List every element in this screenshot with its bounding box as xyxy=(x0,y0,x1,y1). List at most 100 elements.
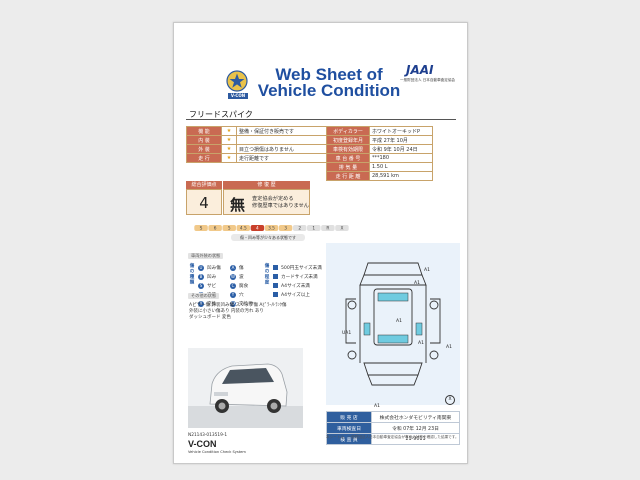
grade-label: 4 xyxy=(256,226,259,231)
score-header: 総合評価点 xyxy=(186,181,222,189)
info-row: ボディカラーホワイトオーキッドP xyxy=(326,126,433,136)
legend-marker: X xyxy=(198,300,204,307)
info-label: ボディカラー xyxy=(326,126,370,136)
grade-caption: 傷・凹み等が少々ある状態です xyxy=(231,234,305,241)
divider xyxy=(186,119,456,120)
dealer-value: 令和 07年 12月 23日 xyxy=(371,422,460,434)
legend-marker: U xyxy=(198,264,204,271)
info-value: ***180 xyxy=(369,153,433,163)
legend-text: 交換 xyxy=(207,301,217,307)
info-value: 令和 9年 10月 24日 xyxy=(369,144,433,154)
legend-marker: XX xyxy=(230,300,236,307)
star-icon: ★ xyxy=(221,144,237,154)
legend-text: 腐食 xyxy=(239,283,249,289)
grade-label: R xyxy=(326,226,329,231)
grade-cell xyxy=(222,225,236,231)
grade-label: 5 xyxy=(228,226,231,231)
diagram-marker: A1 xyxy=(446,345,452,350)
star-icon: ★ xyxy=(221,153,237,163)
jaai-logo: JAAI xyxy=(406,63,434,77)
title-line-1: Web Sheet of xyxy=(275,65,383,84)
dealer-label: 販 売 店 xyxy=(326,411,372,423)
legend-text: 凹み傷 xyxy=(207,265,221,271)
legend-marker xyxy=(273,274,278,279)
condition-row: 走 行 ★ 走行距離です xyxy=(186,153,330,163)
grade-label: 2 xyxy=(298,226,301,231)
vehicle-model-name: フリードスパイク xyxy=(189,110,253,119)
legend-marker: W xyxy=(230,273,236,280)
dealer-row: 車両検査日令和 07年 12月 23日 xyxy=(326,422,460,434)
repair-history-box: 無 査定協会が定める 修復歴車ではありません xyxy=(223,189,310,215)
legend-item: カードサイズ未満 xyxy=(273,272,323,281)
legend-text: 500円玉サイズ未満 xyxy=(281,265,322,271)
repair-history-header: 修 復 歴 xyxy=(223,181,310,189)
info-value: 1.50 L xyxy=(369,162,433,172)
legend-marker: C xyxy=(230,282,236,289)
legend-marker xyxy=(273,292,278,297)
vcon-emblem-icon xyxy=(226,70,248,92)
legend-item: A4サイズ以上 xyxy=(273,290,323,299)
condition-label: 機 能 xyxy=(186,126,222,136)
grade-cell xyxy=(264,225,279,231)
dealer-label: 検 査 員 xyxy=(326,433,372,445)
legend-marker xyxy=(273,265,278,270)
sheet-id: N21143-013519-1 xyxy=(188,433,228,438)
dealer-label: 車両検査日 xyxy=(326,422,372,434)
star-icon: ★ xyxy=(221,126,237,136)
legend-marker: A xyxy=(230,264,236,271)
condition-row: 内 装 ★ xyxy=(186,135,330,145)
condition-table: 機 能 ★ 整備・保証付き販売です 内 装 ★ 外 装 ★ 目立つ損傷はありませ… xyxy=(186,126,330,163)
grade-label: 4.5 xyxy=(240,226,247,231)
condition-value: 走行距離です xyxy=(236,153,330,163)
condition-value xyxy=(236,135,330,145)
repair-text-line: 査定協会が定める xyxy=(252,196,294,202)
repair-history-text: 査定協会が定める 修復歴車ではありません xyxy=(252,196,309,210)
grade-cell xyxy=(321,225,335,231)
damage-level-title: 傷の程度 xyxy=(264,263,269,285)
grade-cell xyxy=(292,225,307,231)
legend-item: A4サイズ未満 xyxy=(273,281,323,290)
legend-item: 500円玉サイズ未満 xyxy=(273,263,323,272)
condition-row: 外 装 ★ 目立つ損傷はありません xyxy=(186,144,330,154)
damage-diagram xyxy=(326,243,460,405)
dealer-value: 株式会社ホンダモビリティ南関東 xyxy=(371,411,460,423)
grade-label: S xyxy=(200,226,203,231)
condition-value: 整備・保証付き販売です xyxy=(236,126,330,136)
diagram-marker-circle: X xyxy=(445,395,455,405)
title-line-2: Vehicle Condition xyxy=(257,81,401,100)
info-label: 車 台 番 号 xyxy=(326,153,370,163)
info-row: 車 台 番 号***180 xyxy=(326,153,433,163)
grade-label: 3.5 xyxy=(268,226,275,231)
legend-text: A4サイズ以上 xyxy=(281,292,310,298)
sheet-title: Web Sheet of Vehicle Condition xyxy=(254,65,404,100)
grade-label: 6 xyxy=(214,226,217,231)
info-label: 排 気 量 xyxy=(326,162,370,172)
vehicle-photo xyxy=(188,348,303,428)
dealer-table: 販 売 店株式会社ホンダモビリティ南関東 車両検査日令和 07年 12月 23日… xyxy=(326,411,460,445)
info-value: 28,591 km xyxy=(369,171,433,181)
info-value: 平成 27年 10月 xyxy=(369,135,433,145)
grade-cell xyxy=(194,225,208,231)
note-line: ダッシュボード 変色 xyxy=(189,315,231,320)
dealer-row: 販 売 店株式会社ホンダモビリティ南関東 xyxy=(326,411,460,423)
grade-cell xyxy=(307,225,321,231)
condition-label: 外 装 xyxy=(186,144,222,154)
condition-value: 目立つ損傷はありません xyxy=(236,144,330,154)
diagram-marker: A1 xyxy=(414,281,420,286)
legend-text: 傷 xyxy=(239,265,244,271)
info-value: ホワイトオーキッドP xyxy=(369,126,433,136)
grade-label: 1 xyxy=(312,226,315,231)
info-row: 車検有効期限令和 9年 10月 24日 xyxy=(326,144,433,154)
grade-cell xyxy=(278,225,293,231)
